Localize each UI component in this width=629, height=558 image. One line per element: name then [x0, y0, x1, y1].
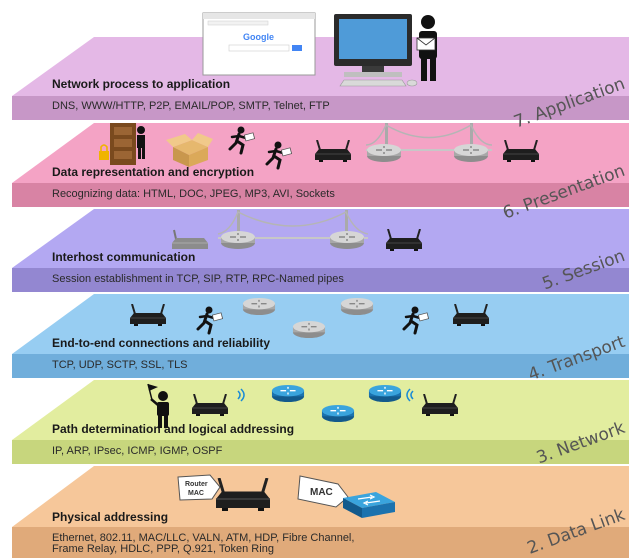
layer-protocols: Recognizing data: HTML, DOC, JPEG, MP3, …	[52, 188, 335, 200]
layer-title: End-to-end connections and reliability	[52, 336, 270, 350]
layer-title: Network process to application	[52, 77, 230, 91]
switch-hub-icon	[329, 230, 365, 250]
layer-front-face	[12, 268, 629, 292]
layer-front-face	[12, 354, 629, 378]
switch-hub-icon	[292, 320, 326, 339]
layer-front-face	[12, 183, 629, 207]
browser-window-icon: Google	[202, 12, 316, 76]
switch-icon	[343, 492, 395, 518]
layer-top-face	[12, 37, 629, 96]
mac-tag-icon: MAC	[297, 475, 349, 508]
layer-title: Interhost communication	[52, 250, 195, 264]
router-blue-icon	[368, 384, 402, 403]
switch-hub-icon	[453, 143, 489, 163]
layer-protocols: TCP, UDP, SCTP, SSL, TLS	[52, 359, 188, 371]
switch-hub-icon	[242, 297, 276, 316]
switch-hub-icon	[340, 297, 374, 316]
layer-front-face	[12, 96, 629, 120]
locked-door-icon	[99, 123, 145, 165]
mac-tag-label: MAC	[310, 487, 333, 498]
router-blue-icon	[271, 384, 305, 403]
switch-hub-icon	[366, 143, 402, 163]
layer-protocols: IP, ARP, IPsec, ICMP, IGMP, OSPF	[52, 445, 223, 457]
layer-title: Path determination and logical addressin…	[52, 422, 294, 436]
browser-logo-text: Google	[243, 32, 274, 42]
layer-protocols: Session establishment in TCP, SIP, RTP, …	[52, 273, 344, 285]
router-mac-tag-icon: Router MAC	[177, 474, 221, 501]
layer-transport: End-to-end connections and reliabilityTC…	[12, 294, 629, 385]
switch-hub-icon	[220, 230, 256, 250]
desktop-computer-icon	[334, 14, 418, 87]
svg-text:Google: Google	[243, 32, 274, 42]
layer-protocols: DNS, WWW/HTTP, P2P, EMAIL/POP, SMTP, Tel…	[52, 100, 330, 112]
layer-title: Data representation and encryption	[52, 165, 254, 179]
layer-front-face	[12, 527, 629, 558]
router-tag-line-1: Router	[185, 481, 208, 488]
person-with-flag-icon	[147, 383, 169, 428]
router-tag-line-2: MAC	[188, 490, 204, 497]
open-box-icon	[166, 133, 213, 167]
layer-title: Physical addressing	[52, 510, 168, 524]
layer-network: Path determination and logical addressin…	[12, 380, 629, 468]
layer-protocols: Frame Relay, HDLC, PPP, Q.921, Token Rin…	[52, 543, 274, 555]
router-blue-icon	[321, 404, 355, 423]
layer-presentation: Data representation and encryptionRecogn…	[12, 123, 629, 224]
layer-protocols: Ethernet, 802.11, MAC/LLC, VALN, ATM, HD…	[52, 532, 354, 544]
person-with-envelope-icon	[416, 15, 437, 81]
layer-front-face	[12, 440, 629, 464]
